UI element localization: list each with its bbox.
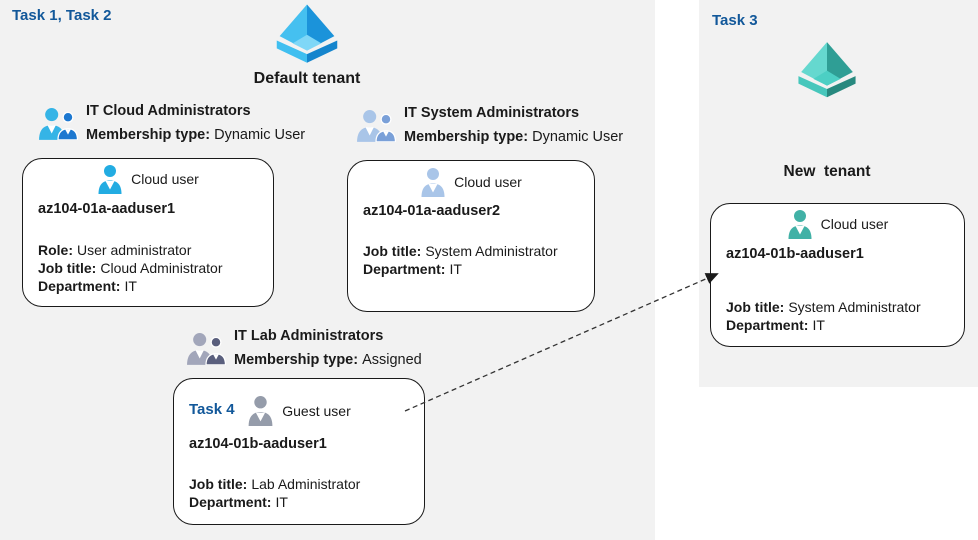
- group-membership: Membership type:Dynamic User: [86, 126, 305, 144]
- user-name: az104-01a-aaduser2: [363, 203, 501, 219]
- user-fields: Job title:System Administrator Departmen…: [363, 242, 586, 278]
- cloud-user-icon: [787, 209, 813, 239]
- group-membership: Membership type:Assigned: [234, 351, 422, 369]
- card-header: Cloud user: [348, 167, 594, 197]
- group-name: IT System Administrators: [404, 105, 580, 121]
- users-group-icon: [38, 106, 79, 141]
- group-it-lab-administrators: IT Lab Administrators Membership type:As…: [186, 327, 422, 369]
- group-text: IT Cloud Administrators Membership type:…: [86, 102, 305, 144]
- field-job-title: Job title:System Administrator: [363, 243, 558, 259]
- field-job-title: Job title:Cloud Administrator: [38, 260, 223, 276]
- user-type-label: Cloud user: [131, 171, 199, 187]
- users-group-icon: [186, 331, 227, 366]
- task-1-2-label: Task 1, Task 2: [12, 7, 112, 24]
- membership-type-label: Membership type:: [234, 352, 359, 368]
- task-3-label: Task 3: [712, 12, 758, 29]
- field-department: Department:IT: [363, 261, 462, 277]
- card-header: Cloud user: [711, 209, 964, 239]
- card-header: Guest user: [174, 395, 424, 426]
- guest-user-icon: [247, 395, 274, 426]
- user-card-cloud-user-2: Cloud user az104-01a-aaduser2 Job title:…: [347, 160, 595, 312]
- field-department: Department:IT: [726, 317, 825, 333]
- membership-type-label: Membership type:: [86, 127, 211, 143]
- group-text: IT System Administrators Membership type…: [404, 104, 623, 146]
- field-role: Role:User administrator: [38, 242, 192, 258]
- new-tenant-line1: New tenant: [783, 163, 871, 180]
- field-department: Department:IT: [189, 494, 288, 510]
- user-type-label: Guest user: [282, 402, 351, 419]
- user-type-label: Cloud user: [454, 174, 522, 190]
- membership-type-value: Assigned: [362, 352, 422, 368]
- user-fields: Role:User administrator Job title:Cloud …: [38, 241, 265, 295]
- group-membership: Membership type:Dynamic User: [404, 128, 623, 146]
- task-4-label: Task 4: [189, 401, 235, 418]
- user-name: az104-01b-aaduser1: [726, 246, 864, 262]
- field-job-title: Job title:System Administrator: [726, 299, 921, 315]
- card-header: Cloud user: [23, 164, 273, 194]
- group-it-cloud-administrators: IT Cloud Administrators Membership type:…: [38, 102, 305, 144]
- field-job-title: Job title:Lab Administrator: [189, 476, 361, 492]
- membership-type-value: Dynamic User: [214, 127, 306, 143]
- azure-ad-tenant-icon: [271, 3, 343, 65]
- field-department: Department:IT: [38, 278, 137, 294]
- user-card-new-tenant-user: Cloud user az104-01b-aaduser1 Job title:…: [710, 203, 965, 347]
- user-card-guest-user: Task 4 Guest user az104-01b-aaduser1 Job…: [173, 378, 425, 525]
- user-fields: Job title:System Administrator Departmen…: [726, 298, 956, 334]
- cloud-user-icon: [97, 164, 123, 194]
- user-name: az104-01a-aaduser1: [38, 201, 176, 217]
- membership-type-value: Dynamic User: [532, 129, 624, 145]
- user-type-label: Cloud user: [820, 216, 889, 232]
- cloud-user-icon: [420, 167, 446, 197]
- user-name: az104-01b-aaduser1: [189, 436, 327, 452]
- membership-type-label: Membership type:: [404, 129, 529, 145]
- group-text: IT Lab Administrators Membership type:As…: [234, 327, 422, 369]
- group-it-system-administrators: IT System Administrators Membership type…: [356, 104, 623, 146]
- azure-ad-new-tenant-icon: [793, 40, 861, 100]
- group-name: IT Cloud Administrators: [86, 103, 251, 119]
- group-name: IT Lab Administrators: [234, 328, 384, 344]
- default-tenant-label: Default tenant: [253, 70, 361, 87]
- users-group-icon: [356, 108, 397, 143]
- user-card-cloud-user-1: Cloud user az104-01a-aaduser1 Role:User …: [22, 158, 274, 307]
- user-fields: Job title:Lab Administrator Department:I…: [189, 475, 416, 511]
